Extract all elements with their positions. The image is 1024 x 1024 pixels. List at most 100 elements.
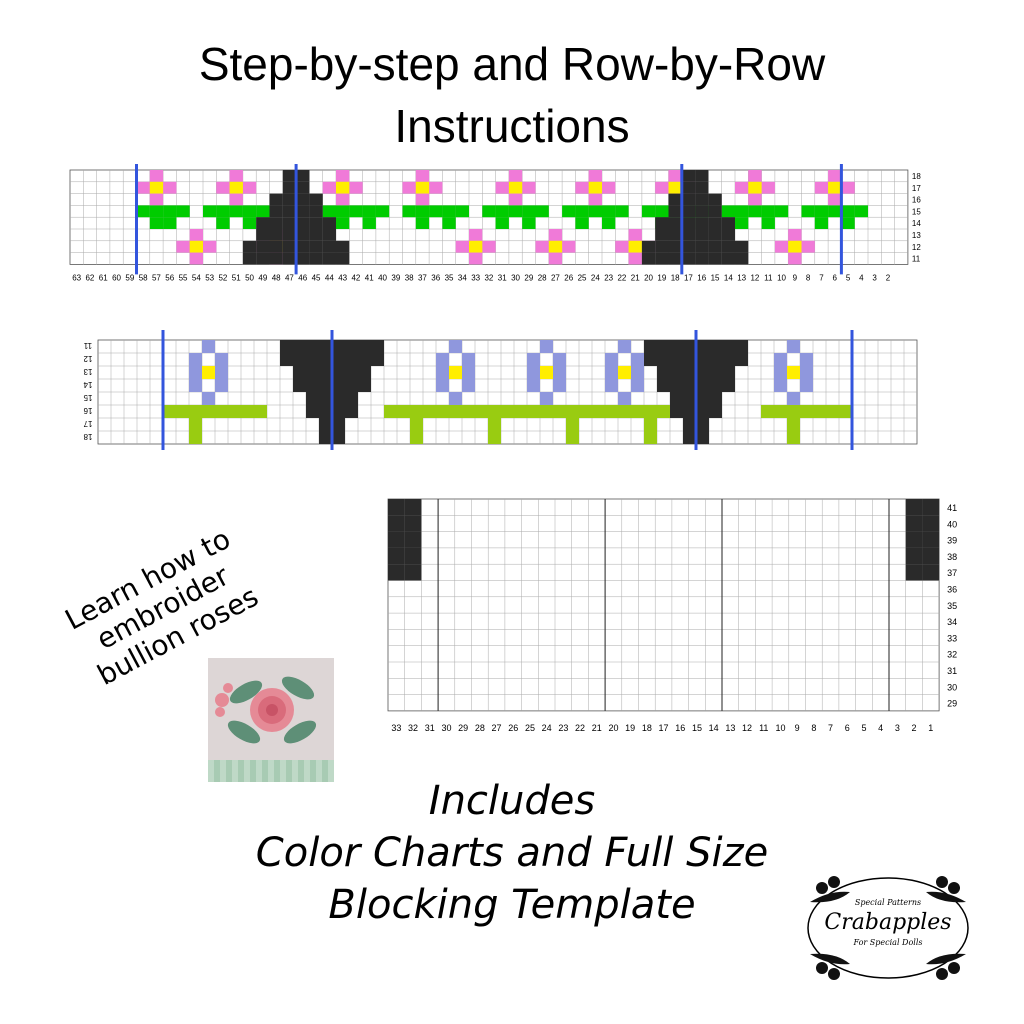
leaf-cell <box>641 205 656 218</box>
dark-cell <box>256 229 270 241</box>
petal-cell <box>814 181 829 194</box>
dark-cell <box>319 353 332 366</box>
column-number: 47 <box>285 273 294 282</box>
leaf-cell <box>429 205 443 218</box>
column-number: 4 <box>878 723 883 733</box>
dark-cell <box>336 252 350 265</box>
chart3-frame <box>387 498 940 712</box>
leaf-cell <box>229 205 243 218</box>
dark-cell <box>922 564 940 581</box>
dark-cell <box>306 366 319 379</box>
center-cell <box>508 181 523 194</box>
leaf-cell <box>410 418 423 431</box>
dark-cell <box>696 366 709 379</box>
column-number: 4 <box>859 273 864 282</box>
dark-cell <box>722 379 735 392</box>
petal-cell <box>215 366 228 379</box>
dark-cell <box>404 515 422 532</box>
leaf-cell <box>136 205 150 218</box>
column-number: 8 <box>806 273 811 282</box>
leaf-cell <box>566 405 579 418</box>
column-number: 36 <box>431 273 440 282</box>
column-number: 31 <box>425 723 435 733</box>
leaf-cell <box>215 405 228 418</box>
dark-cell <box>708 217 722 229</box>
leaf-cell <box>149 217 164 229</box>
row-number: 14 <box>83 380 92 389</box>
column-number: 33 <box>391 723 401 733</box>
column-number: 57 <box>152 273 161 282</box>
column-number: 12 <box>750 273 759 282</box>
column-number: 46 <box>298 273 307 282</box>
column-number: 21 <box>592 723 602 733</box>
column-number: 10 <box>777 273 786 282</box>
leaf-cell <box>384 405 397 418</box>
leaf-cell <box>410 431 423 444</box>
dark-cell <box>388 531 405 548</box>
dark-cell <box>404 564 422 581</box>
center-cell <box>449 366 462 379</box>
leaf-cell <box>163 217 177 229</box>
leaf-cell <box>482 205 496 218</box>
dark-cell <box>404 547 422 565</box>
dark-cell <box>683 405 696 418</box>
dark-cell <box>681 229 696 241</box>
petal-cell <box>527 353 540 366</box>
dark-cell <box>683 379 696 392</box>
column-number: 14 <box>709 723 719 733</box>
petal-cell <box>841 181 855 194</box>
column-number: 5 <box>846 273 851 282</box>
dark-cell <box>358 353 371 366</box>
leaf-cell <box>644 405 657 418</box>
dark-cell <box>345 405 358 418</box>
petal-cell <box>216 181 230 194</box>
dark-cell <box>708 193 722 206</box>
column-number: 39 <box>391 273 400 282</box>
dark-cell <box>683 366 696 379</box>
dark-cell <box>709 340 722 353</box>
petal-cell <box>415 170 430 182</box>
dark-cell <box>735 240 749 253</box>
column-number: 13 <box>737 273 746 282</box>
dark-cell <box>709 405 722 418</box>
leaf-cell <box>761 405 774 418</box>
leaf-cell <box>814 205 829 218</box>
petal-cell <box>402 181 416 194</box>
column-number: 23 <box>558 723 568 733</box>
dark-cell <box>696 340 709 353</box>
dark-cell <box>922 531 940 548</box>
center-cell <box>540 366 553 379</box>
dark-cell <box>256 217 270 229</box>
column-number: 2 <box>912 723 917 733</box>
dark-cell <box>681 217 696 229</box>
dark-cell <box>722 366 735 379</box>
leaf-cell <box>488 418 501 431</box>
center-cell <box>748 181 762 194</box>
leaf-cell <box>495 217 509 229</box>
dark-cell <box>332 431 345 444</box>
column-number: 19 <box>625 723 635 733</box>
petal-cell <box>588 193 602 206</box>
petal-cell <box>349 181 363 194</box>
petal-cell <box>602 181 616 194</box>
leaf-cell <box>787 431 800 444</box>
column-number: 61 <box>99 273 108 282</box>
petal-cell <box>562 240 576 253</box>
dark-cell <box>319 379 332 392</box>
dark-cell <box>655 217 669 229</box>
leaf-cell <box>362 205 376 218</box>
leaf-cell <box>655 205 669 218</box>
dark-cell <box>683 340 696 353</box>
leaf-cell <box>787 405 800 418</box>
row-number: 37 <box>947 568 957 578</box>
column-number: 18 <box>671 273 680 282</box>
dark-cell <box>242 240 257 253</box>
petal-cell <box>618 392 631 405</box>
column-number: 41 <box>365 273 374 282</box>
petal-cell <box>149 193 164 206</box>
dark-cell <box>696 418 709 431</box>
leaf-cell <box>189 431 202 444</box>
dark-cell <box>319 431 332 444</box>
dark-cell <box>332 418 345 431</box>
dark-cell <box>256 252 270 265</box>
